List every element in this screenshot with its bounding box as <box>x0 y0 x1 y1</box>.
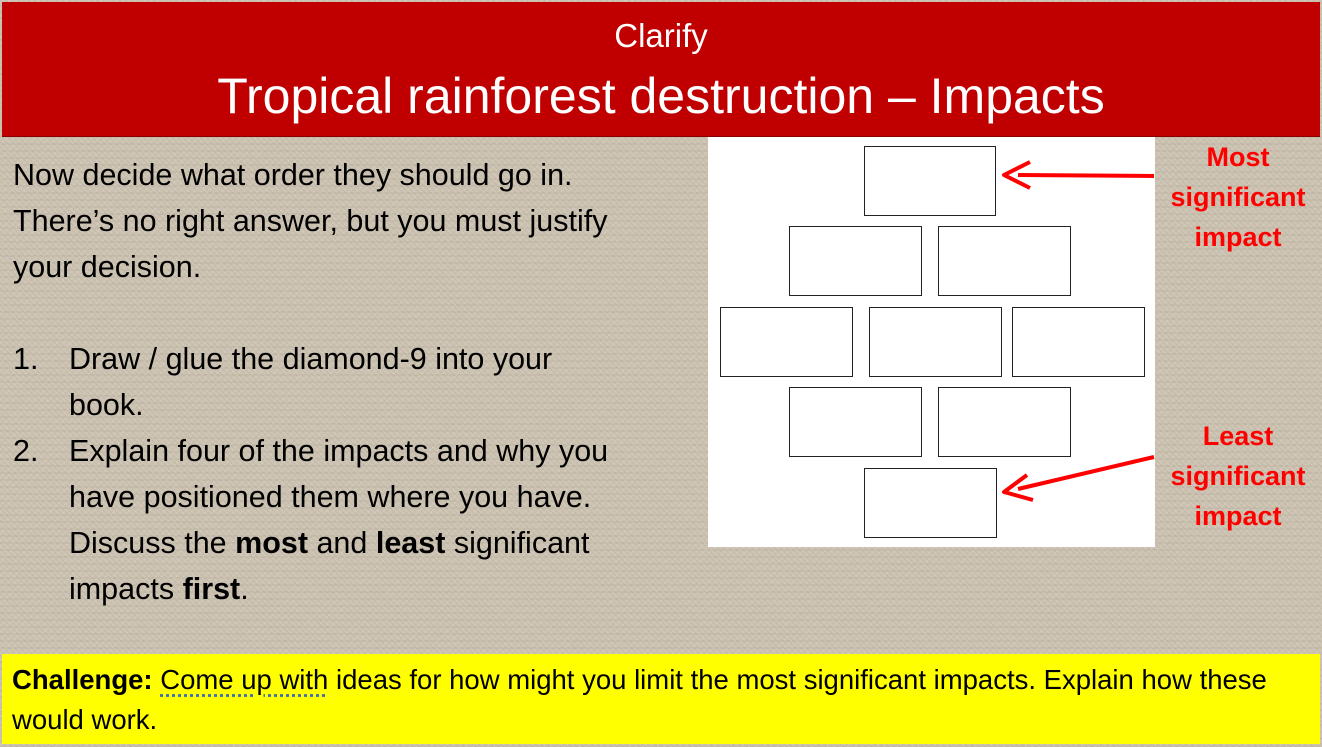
title-banner: Clarify Tropical rainforest destruction … <box>2 2 1320 137</box>
least-significant-label: Least significant impact <box>1158 416 1318 536</box>
least-label-line-1: Least <box>1202 421 1274 451</box>
diamond-box-row2-right <box>938 226 1071 296</box>
step-2-line-3-pre: Discuss the <box>69 526 236 560</box>
most-label-line-1: Most <box>1206 142 1270 172</box>
list-number: 2. <box>13 434 39 468</box>
step-2-line-1: Explain four of the impacts and why you <box>69 434 609 468</box>
challenge-text: ideas for how might you limit the most s… <box>12 664 1267 735</box>
most-significant-label: Most significant impact <box>1158 137 1318 257</box>
list-item-text: Explain four of the impacts and why you … <box>69 428 703 612</box>
bold-least: least <box>375 526 446 560</box>
most-label-line-2: significant <box>1170 182 1306 212</box>
step-2-line-4-post: . <box>240 572 249 606</box>
intro-text: Now decide what order they should go in.… <box>13 152 713 290</box>
step-2-line-2: have positioned them where you have. <box>69 480 592 514</box>
step-2-line-3-mid: and <box>308 526 376 560</box>
bold-first: first <box>182 572 241 606</box>
diamond-box-row4-left <box>789 387 922 457</box>
step-2-line-3-post: significant <box>445 526 590 560</box>
list-number: 1. <box>13 342 39 376</box>
slide-title: Tropical rainforest destruction – Impact… <box>217 68 1105 124</box>
intro-line-3: your decision. <box>13 250 202 284</box>
intro-line-2: There’s no right answer, but you must ju… <box>13 204 608 238</box>
diamond-box-row3-middle <box>869 307 1002 377</box>
step-1-line-2: book. <box>69 388 144 422</box>
diamond-box-row4-right <box>938 387 1071 457</box>
diamond-box-row3-left <box>720 307 853 377</box>
diamond-box-row3-right <box>1012 307 1145 377</box>
diamond-box-row2-left <box>789 226 922 296</box>
step-1-line-1: Draw / glue the diamond-9 into your <box>69 342 553 376</box>
list-item: 2. Explain four of the impacts and why y… <box>13 428 703 612</box>
diamond-box-top <box>864 146 996 216</box>
bold-most: most <box>235 526 308 560</box>
list-item-text: Draw / glue the diamond-9 into your book… <box>69 336 703 428</box>
diamond-9-panel <box>708 137 1155 547</box>
challenge-label: Challenge: <box>12 664 153 695</box>
list-item: 1. Draw / glue the diamond-9 into your b… <box>13 336 703 428</box>
intro-line-1: Now decide what order they should go in. <box>13 158 573 192</box>
challenge-dotted-phrase: Come up with <box>160 664 329 695</box>
least-label-line-3: impact <box>1194 501 1282 531</box>
challenge-box: Challenge: Come up with ideas for how mi… <box>2 654 1320 744</box>
least-label-line-2: significant <box>1170 461 1306 491</box>
instruction-list: 1. Draw / glue the diamond-9 into your b… <box>13 336 703 612</box>
step-2-line-4-pre: impacts <box>69 572 183 606</box>
most-label-line-3: impact <box>1194 222 1282 252</box>
slide-subtitle: Clarify <box>614 17 708 54</box>
diamond-box-bottom <box>864 468 997 538</box>
